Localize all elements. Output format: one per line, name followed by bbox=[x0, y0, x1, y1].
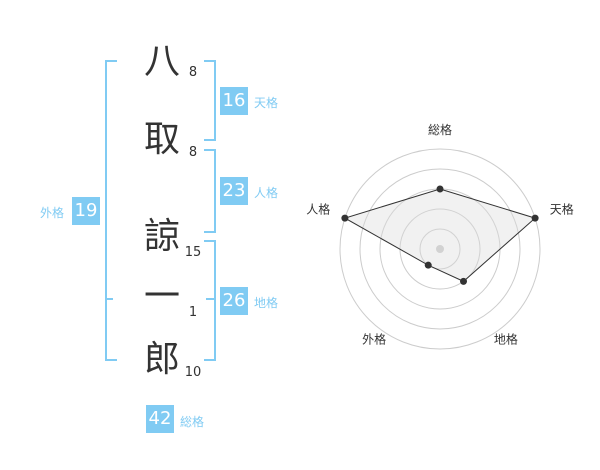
jinkaku-badge: 23 bbox=[220, 177, 248, 205]
jinkaku-bracket bbox=[204, 149, 216, 233]
bracket-tick bbox=[206, 298, 214, 300]
radar-axis-label: 天格 bbox=[550, 201, 574, 216]
radar-axis-label: 外格 bbox=[362, 332, 386, 347]
stroke-count: 10 bbox=[184, 365, 202, 380]
name-char: 取 bbox=[143, 119, 180, 160]
gaikaku-bracket bbox=[105, 60, 117, 361]
name-char: 郎 bbox=[143, 339, 180, 380]
radar-point bbox=[460, 277, 468, 285]
radar-axis-label: 地格 bbox=[494, 332, 518, 347]
name-char: 諒 bbox=[143, 216, 180, 257]
radar-ring bbox=[359, 168, 521, 330]
chikaku-badge: 26 bbox=[220, 287, 248, 315]
soukaku-badge: 42 bbox=[146, 405, 174, 433]
tenkaku-badge: 16 bbox=[220, 87, 248, 115]
jinkaku-label: 人格 bbox=[254, 186, 279, 200]
gaikaku-label: 外格 bbox=[40, 206, 65, 220]
tenkaku-bracket bbox=[204, 60, 216, 141]
radar-point bbox=[424, 261, 432, 269]
radar-point bbox=[436, 185, 444, 193]
name-char: 一 bbox=[143, 276, 180, 317]
radar-area bbox=[343, 188, 537, 282]
stroke-count: 8 bbox=[188, 145, 198, 160]
radar-point bbox=[531, 214, 539, 222]
radar-center bbox=[436, 245, 444, 253]
stroke-count: 8 bbox=[188, 65, 198, 80]
bracket-tick bbox=[105, 298, 113, 300]
tenkaku-label: 天格 bbox=[254, 96, 279, 110]
radar-ring bbox=[339, 148, 541, 350]
name-char: 八 bbox=[143, 41, 180, 82]
radar-axis-label: 総格 bbox=[428, 122, 452, 137]
chikaku-bracket bbox=[204, 240, 216, 361]
soukaku-label: 総格 bbox=[180, 415, 205, 429]
radar-point bbox=[341, 214, 349, 222]
chikaku-label: 地格 bbox=[254, 296, 279, 310]
stroke-count: 1 bbox=[188, 305, 198, 320]
gaikaku-badge: 19 bbox=[72, 197, 100, 225]
radar-ring bbox=[419, 228, 461, 270]
radar-axis-label: 人格 bbox=[306, 201, 330, 216]
stroke-count: 15 bbox=[184, 245, 202, 260]
